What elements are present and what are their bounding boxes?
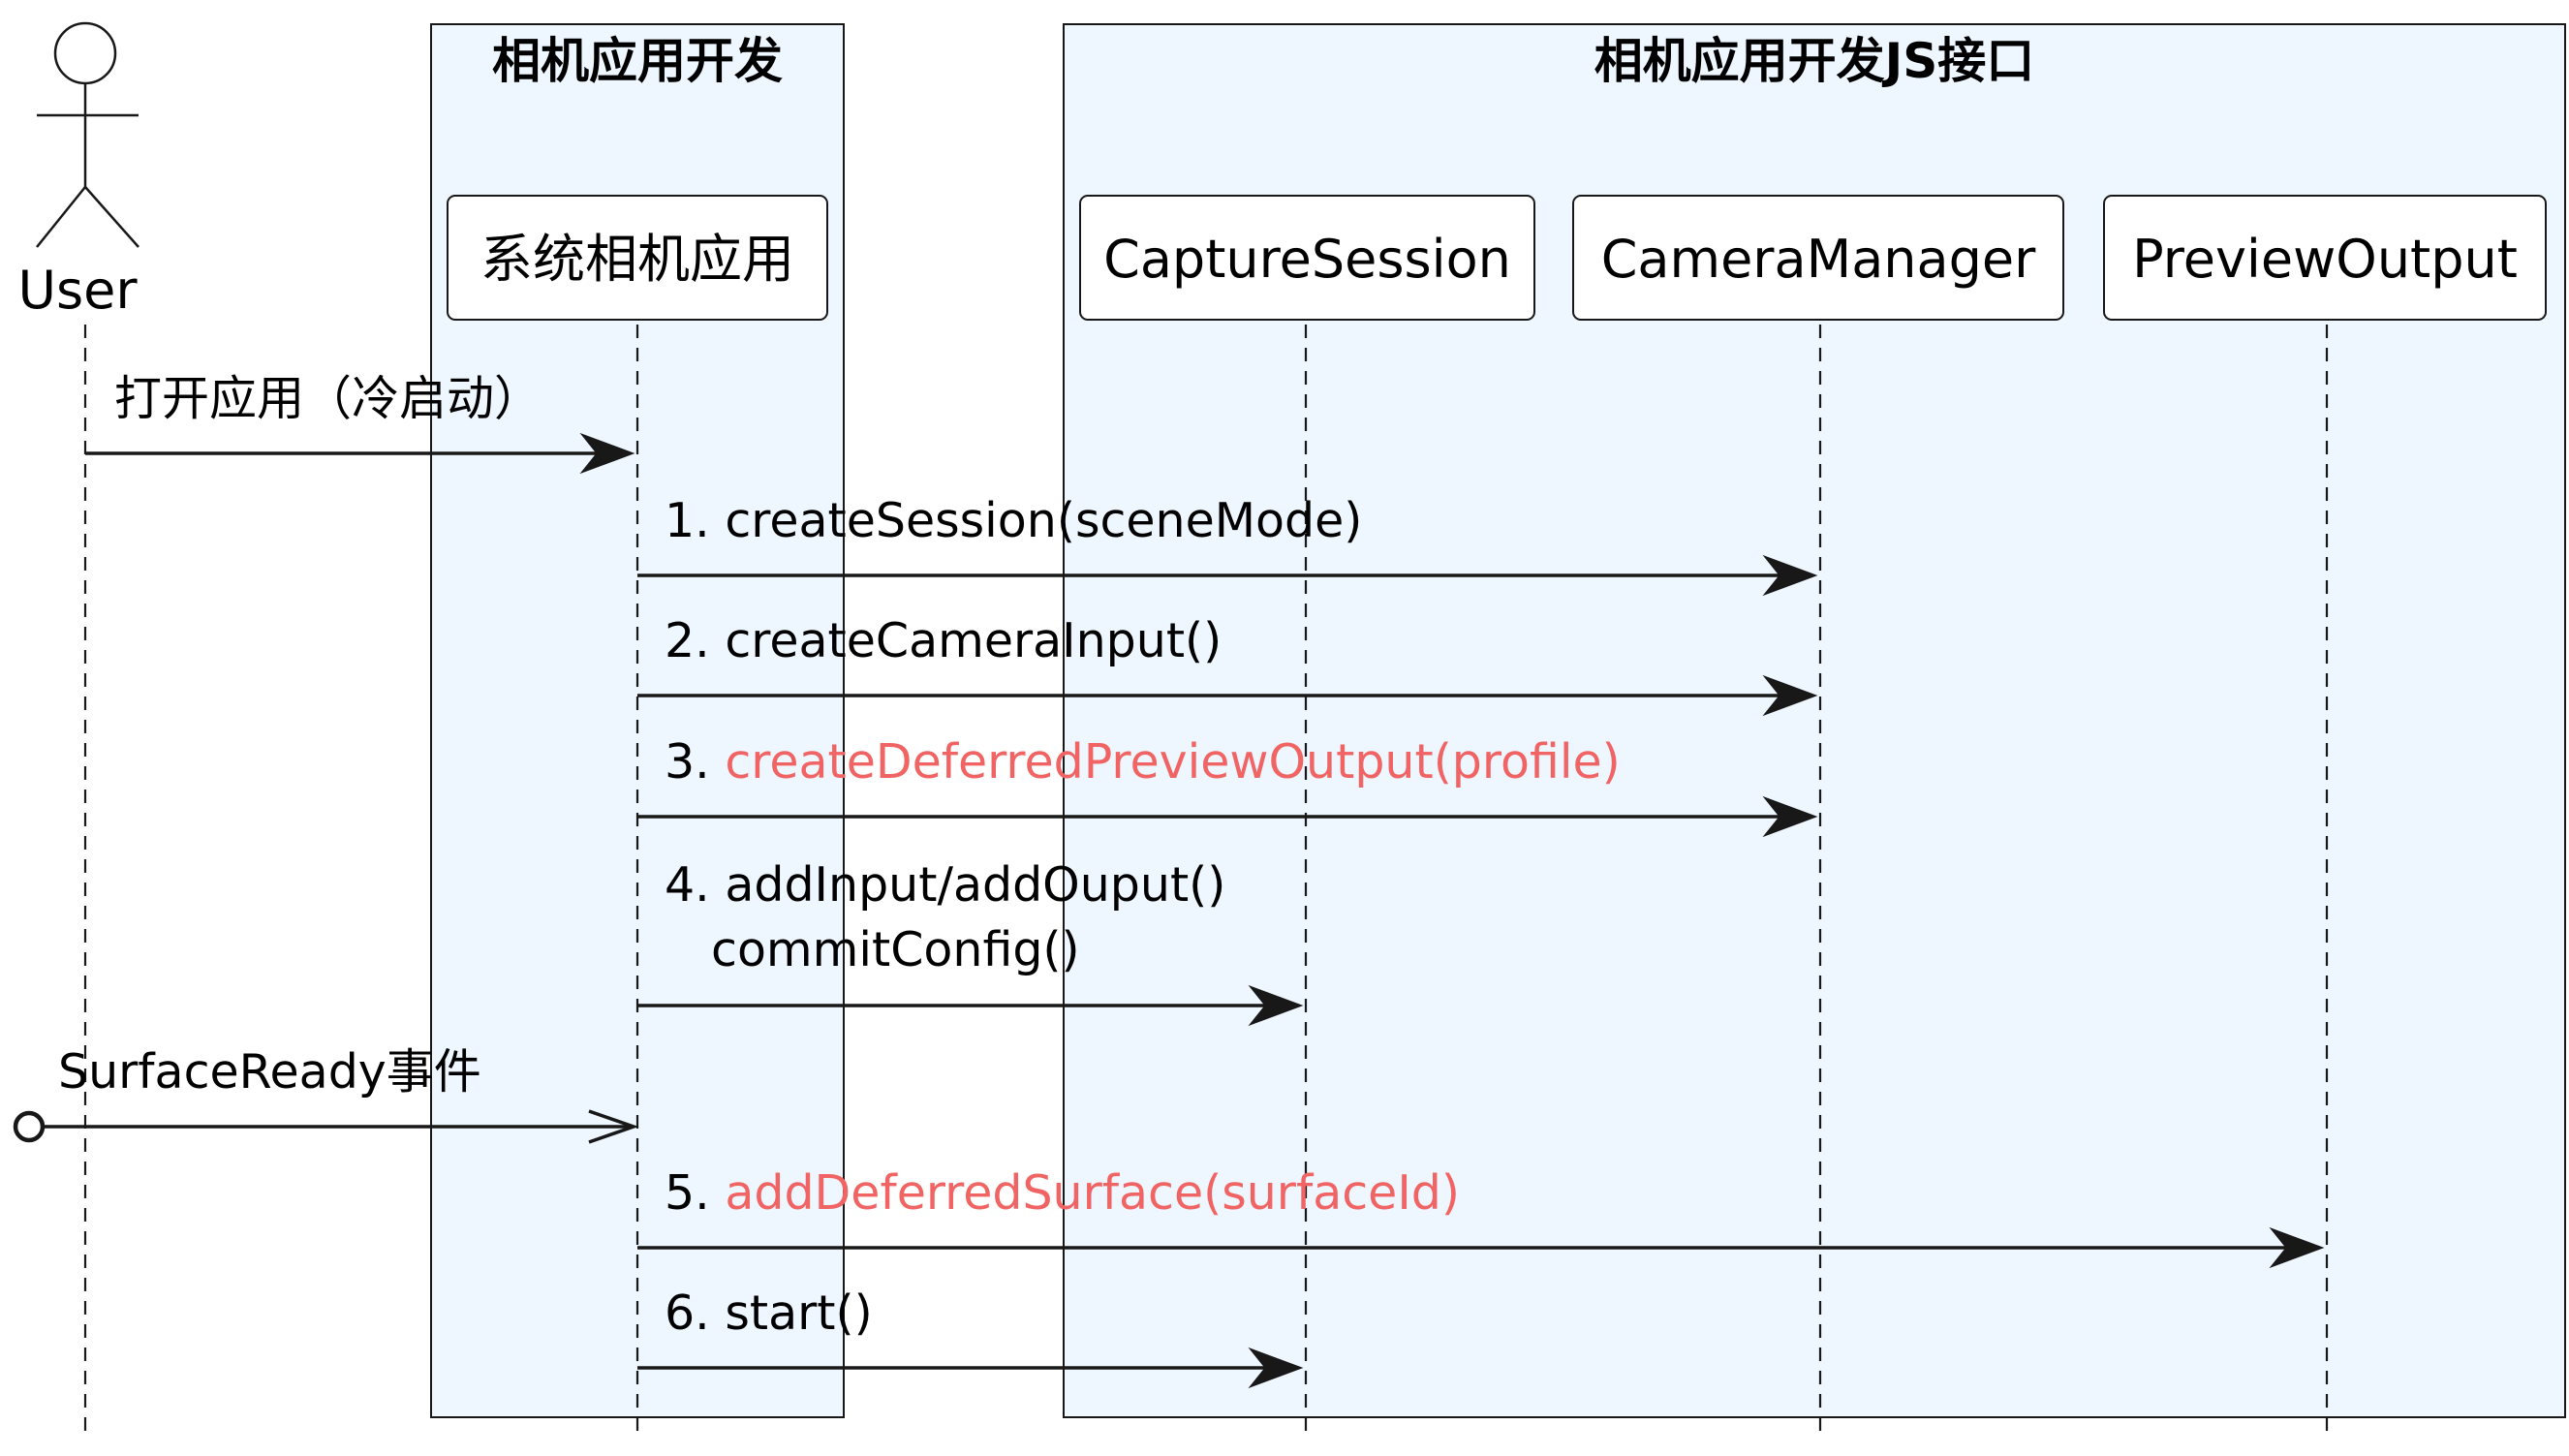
message-6-text: SurfaceReady事件 (58, 1044, 481, 1100)
message-5-label-line2: commitConfig() (711, 922, 1080, 977)
message-3-text: createCameraInput() (725, 613, 1222, 668)
message-8-text: start() (725, 1286, 872, 1341)
message-3-number: 2. (665, 613, 725, 668)
message-7-text: addDeferredSurface(surfaceId) (725, 1165, 1460, 1221)
message-5-label: 4. addInput/addOuput() (665, 857, 1225, 913)
open-arrowhead-icon (588, 1109, 639, 1144)
message-4: 3. createDeferredPreviewOutput(profile) (637, 734, 1818, 838)
message-8-number: 6. (665, 1286, 725, 1341)
participant-camera-box (1572, 195, 2064, 321)
participant-app-box (447, 195, 828, 321)
participant-preview-label: PreviewOutput (2132, 229, 2518, 290)
message-1: 打开应用（冷启动） (85, 371, 635, 475)
user-actor-icon (36, 21, 139, 248)
message-2: 1. createSession(sceneMode) (637, 493, 1818, 597)
message-8-label: 6. start() (665, 1286, 873, 1341)
filled-arrowhead-icon (1762, 554, 1818, 597)
message-7-label: 5. addDeferredSurface(surfaceId) (665, 1165, 1460, 1221)
message-2-label: 1. createSession(sceneMode) (665, 493, 1362, 548)
message-3: 2. createCameraInput() (637, 613, 1818, 717)
box-app-title: 相机应用开发 (492, 33, 783, 89)
user-actor-label: User (17, 260, 138, 321)
participant-capture-box (1079, 195, 1535, 321)
participant-preview-box (2103, 195, 2547, 321)
message-5-number: 4. (665, 857, 725, 913)
message-1-text: 打开应用（冷启动） (114, 371, 542, 426)
message-2-number: 1. (665, 493, 725, 548)
participant-capture-label: CaptureSession (1103, 229, 1511, 290)
filled-arrowhead-icon (579, 432, 635, 475)
message-7: 5. addDeferredSurface(surfaceId) (637, 1165, 2325, 1269)
message-4-text: createDeferredPreviewOutput(profile) (725, 734, 1620, 790)
filled-arrowhead-icon (1762, 674, 1818, 717)
message-5-text: addInput/addOuput() (725, 857, 1225, 913)
found-message-circle-icon (13, 1110, 46, 1143)
message-5: 4. addInput/addOuput() commitConfig() (637, 857, 1304, 1027)
filled-arrowhead-icon (1248, 984, 1304, 1027)
message-1-label: 打开应用（冷启动） (114, 371, 542, 426)
participant-app-label: 系统相机应用 (480, 229, 794, 290)
participant-camera-label: CameraManager (1601, 229, 2036, 290)
filled-arrowhead-icon (2269, 1226, 2325, 1269)
message-6-label: SurfaceReady事件 (58, 1044, 481, 1100)
message-6: SurfaceReady事件 (13, 1044, 639, 1144)
message-2-text: createSession(sceneMode) (725, 493, 1362, 548)
message-4-label: 3. createDeferredPreviewOutput(profile) (665, 734, 1621, 790)
box-js-title: 相机应用开发JS接口 (1594, 33, 2035, 89)
filled-arrowhead-icon (1248, 1347, 1304, 1389)
message-4-number: 3. (665, 734, 725, 790)
message-8: 6. start() (637, 1286, 1304, 1389)
message-3-label: 2. createCameraInput() (665, 613, 1222, 668)
filled-arrowhead-icon (1762, 795, 1818, 838)
message-7-number: 5. (665, 1165, 725, 1221)
